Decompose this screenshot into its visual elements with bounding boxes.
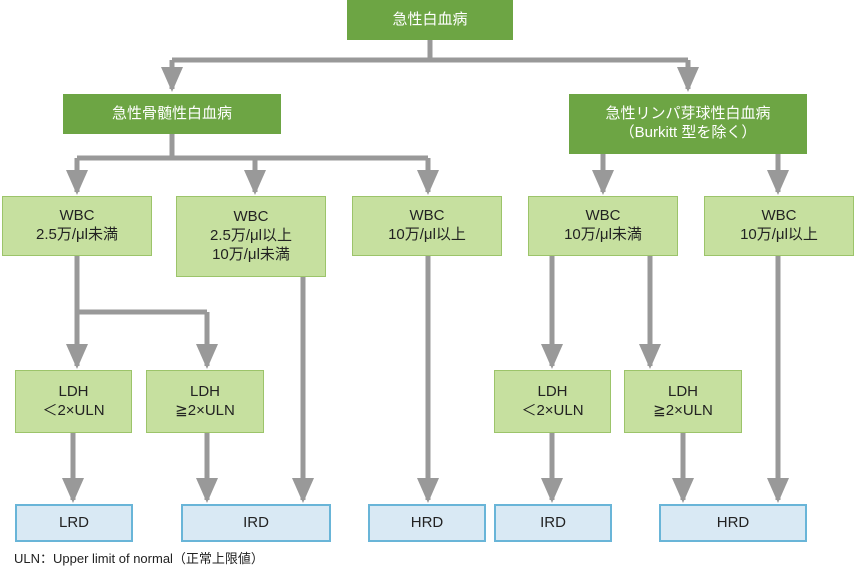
node-line: 急性リンパ芽球性白血病 [605,105,771,123]
node-wbc-ge-100k-aml: WBC 10万/μl以上 [352,196,502,256]
node-line: WBC [233,208,269,226]
result-ird-all: IRD [494,504,612,542]
node-line: ＜2×ULN [521,401,584,419]
node-line: 急性骨髄性白血病 [111,104,232,122]
node-line: LDH [537,382,568,400]
node-line: 10万/μl未満 [212,245,290,263]
node-line: LDH [667,382,698,400]
node-ldh-ge-2uln-all: LDH ≧2×ULN [624,370,742,433]
node-line: HRD [716,513,750,531]
result-ird-aml: IRD [181,504,331,542]
result-hrd-all: HRD [659,504,807,542]
node-ldh-lt-2uln-aml: LDH ＜2×ULN [15,370,132,433]
node-line: IRD [243,513,269,531]
node-line: （Burkitt 型を除く） [619,124,757,141]
node-line: LRD [58,513,89,531]
result-hrd-aml: HRD [368,504,486,542]
node-line: ≧2×ULN [653,401,713,419]
node-line: LDH [189,382,220,400]
node-line: WBC [59,207,95,225]
node-wbc-ge-100k-all: WBC 10万/μl以上 [704,196,854,256]
node-line: 急性白血病 [392,10,468,28]
node-aml: 急性骨髄性白血病 [63,94,281,134]
node-wbc-lt-100k-all: WBC 10万/μl未満 [528,196,678,256]
node-line: 2.5万/μl未満 [36,226,118,243]
node-line: IRD [540,513,566,531]
node-ldh-lt-2uln-all: LDH ＜2×ULN [494,370,611,433]
node-line: 2.5万/μl以上 [210,227,292,245]
node-line: WBC [585,207,621,225]
node-wbc-25k-to-100k: WBC 2.5万/μl以上 10万/μl未満 [176,196,326,277]
node-ldh-ge-2uln-aml: LDH ≧2×ULN [146,370,264,433]
node-line: 10万/μl以上 [388,226,466,243]
footnote: ULN：Upper limit of normal（正常上限値） [14,551,264,566]
node-line: LDH [58,382,89,400]
node-line: WBC [761,207,797,225]
node-all: 急性リンパ芽球性白血病 （Burkitt 型を除く） [569,94,807,154]
result-lrd: LRD [15,504,133,542]
node-line: ≧2×ULN [175,401,235,419]
node-wbc-lt-25k: WBC 2.5万/μl未満 [2,196,152,256]
node-line: ＜2×ULN [42,401,105,419]
node-acute-leukemia: 急性白血病 [347,0,513,40]
node-line: HRD [410,513,444,531]
node-line: 10万/μl以上 [740,226,818,243]
node-line: 10万/μl未満 [564,226,642,243]
node-line: WBC [409,207,445,225]
